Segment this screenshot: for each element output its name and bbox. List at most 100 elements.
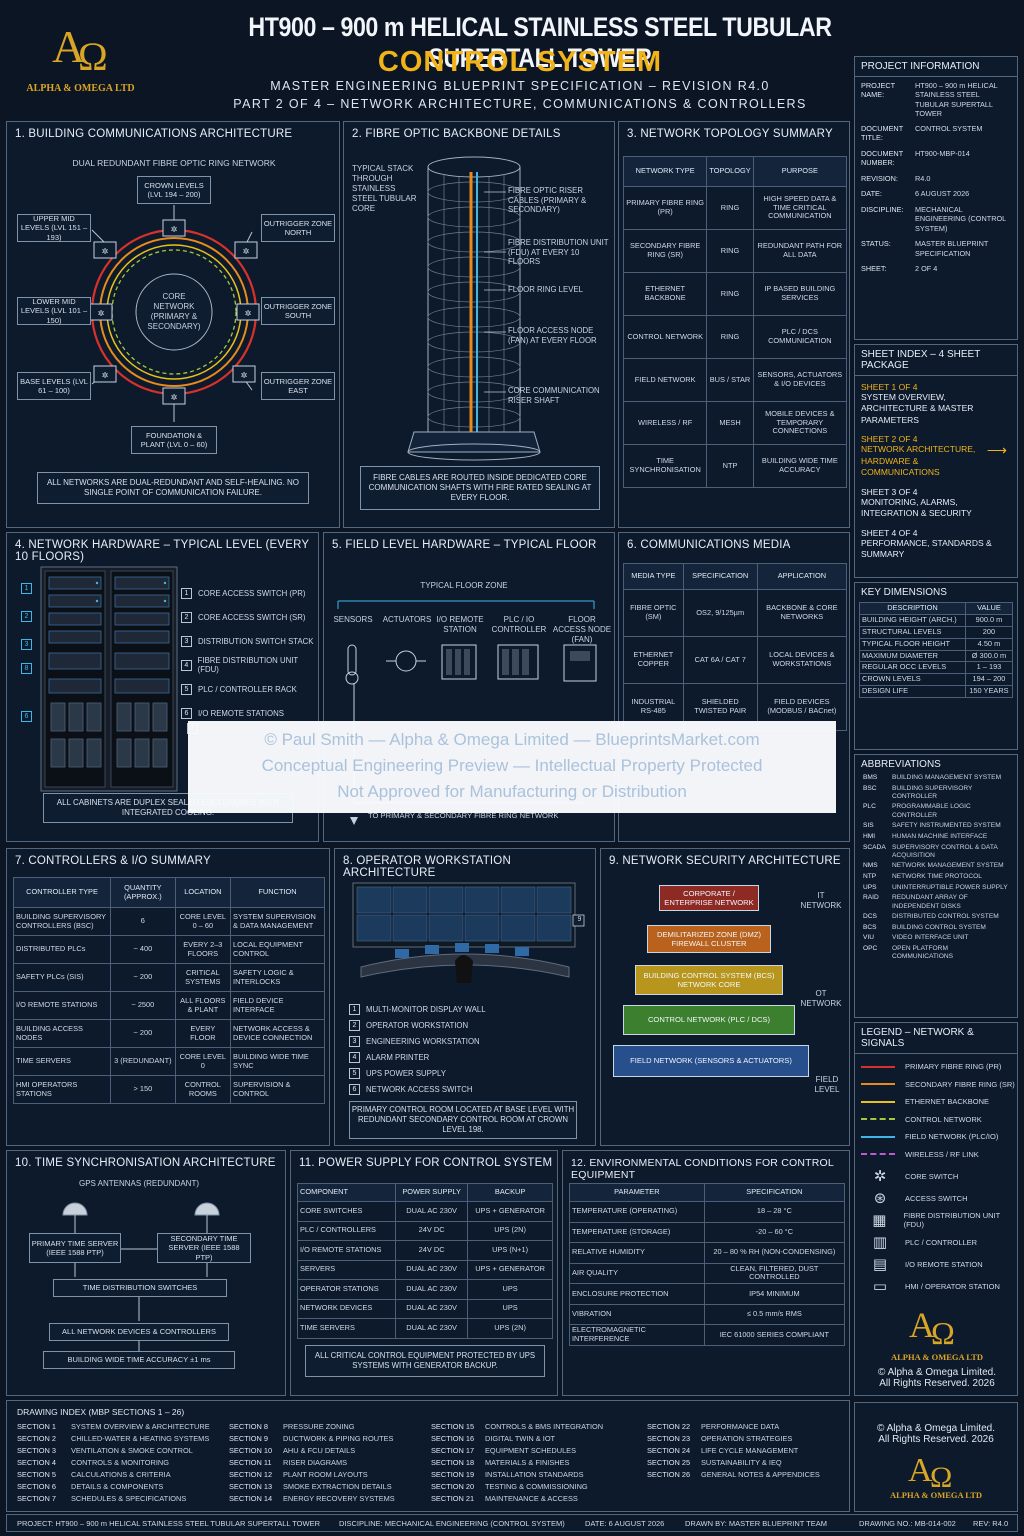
topology-cell: WIRELESS / RF	[622, 401, 708, 445]
table-row: VIBRATION≤ 0.5 mm/s RMS	[569, 1303, 846, 1326]
section-name: SUSTAINABILITY & IEQ	[701, 1458, 782, 1467]
power-cell: DUAL AC 230V	[395, 1279, 469, 1300]
s11-col-supply: POWER SUPPLY	[395, 1183, 469, 1202]
power-cell: UPS + GENERATOR	[467, 1259, 553, 1280]
section-name: SCHEDULES & SPECIFICATIONS	[71, 1494, 187, 1503]
section-number: SECTION 14	[229, 1494, 273, 1503]
security-layer: CORPORATE / ENTERPRISE NETWORK	[659, 885, 759, 911]
section-name: INSTALLATION STANDARDS	[485, 1470, 584, 1479]
cabinet-callout: 6	[21, 711, 32, 722]
legend-line-swatch	[861, 1153, 895, 1156]
section-name: CALCULATIONS & CRITERIA	[71, 1470, 171, 1479]
s11-col-backup: BACKUP	[467, 1183, 553, 1202]
section-name: PRESSURE ZONING	[283, 1422, 355, 1431]
s5-zone-label: TYPICAL FLOOR ZONE	[420, 581, 508, 590]
section-9-title: 9. NETWORK SECURITY ARCHITECTURE	[609, 855, 841, 867]
key-dimension-cell: 200	[964, 625, 1014, 639]
current-sheet-arrow-icon: ⟶	[986, 442, 1007, 459]
key-dimension-cell: Ø 300.0 m	[964, 649, 1014, 663]
section-3-title: 3. NETWORK TOPOLOGY SUMMARY	[627, 128, 833, 140]
access-switch-icon: ⊛	[873, 1189, 887, 1207]
s6-col-spec: SPECIFICATION	[682, 563, 758, 590]
section-number: SECTION 1	[17, 1422, 57, 1431]
copyright-line-1: © Alpha & Omega Limited.	[877, 1423, 995, 1434]
environment-cell: 18 – 28 °C	[703, 1201, 846, 1223]
legend-heading: LEGEND – NETWORK & SIGNALS	[855, 1023, 1017, 1054]
cabinet-drawing	[40, 566, 178, 792]
s5-device-io-station: I/O REMOTE STATION	[436, 615, 484, 634]
svg-text:✲: ✲	[171, 393, 178, 402]
topology-cell: RING	[706, 186, 754, 230]
controller-cell: I/O REMOTE STATIONS	[12, 991, 112, 1020]
abbreviations-heading: ABBREVIATIONS	[861, 759, 941, 770]
environment-cell: VIBRATION	[569, 1303, 705, 1326]
section-number: SECTION 6	[17, 1482, 57, 1491]
s10-gps-label: GPS ANTENNAS (REDUNDANT)	[78, 1179, 199, 1188]
project-info-row: SHEET:2 OF 4	[861, 264, 1011, 273]
security-layer: CONTROL NETWORK (PLC / DCS)	[623, 1005, 795, 1035]
section-11-title: 11. POWER SUPPLY FOR CONTROL SYSTEM	[299, 1157, 553, 1169]
controller-cell: ALL FLOORS & PLANT	[174, 991, 232, 1020]
section-name: TESTING & COMMISSIONING	[485, 1482, 588, 1491]
abbreviation-key: NTP	[863, 873, 877, 881]
power-cell: PLC / CONTROLLERS	[296, 1220, 397, 1241]
topology-cell: ETHERNET BACKBONE	[622, 272, 708, 316]
ring-network-diagram: ✲✲✲✲ ✲✲✲✲	[89, 205, 260, 422]
footer-bar: PROJECT: HT900 – 900 m HELICAL STAINLESS…	[6, 1514, 1018, 1532]
power-cell: UPS (2N)	[467, 1318, 553, 1339]
tower-core-diagram	[407, 156, 541, 461]
svg-text:Ω: Ω	[78, 34, 108, 76]
legend-line-label: CONTROL NETWORK	[905, 1114, 982, 1124]
abbreviation-key: NMS	[863, 862, 878, 870]
sheet-description: MONITORING, ALARMS, INTEGRATION & SECURI…	[861, 496, 972, 519]
power-cell: I/O REMOTE STATIONS	[296, 1240, 397, 1261]
section-10-time-sync: 10. TIME SYNCHRONISATION ARCHITECTURE GP…	[6, 1150, 286, 1396]
topology-cell: IP BASED BUILDING SERVICES	[752, 272, 848, 316]
footer-project: PROJECT: HT900 – 900 m HELICAL STAINLESS…	[17, 1519, 321, 1528]
callout-number: 2	[181, 611, 192, 623]
hmi-icon: ▭	[872, 1277, 888, 1295]
environment-cell: ELECTROMAGNETIC INTERFERENCE	[569, 1324, 705, 1346]
controller-cell: CONTROL ROOMS	[174, 1075, 232, 1104]
topology-cell: TIME SYNCHRONISATION	[622, 444, 708, 488]
controller-cell: FIELD DEVICE INTERFACE	[230, 991, 325, 1020]
